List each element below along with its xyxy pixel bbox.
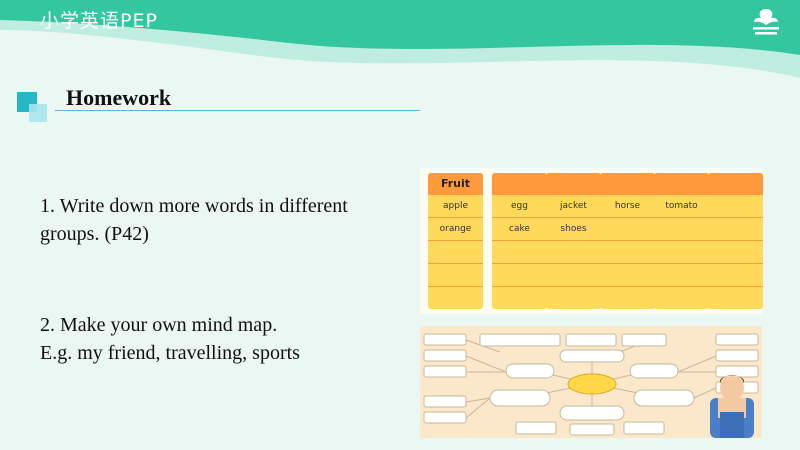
brand-title: 小学英语PEP	[40, 10, 158, 32]
table-cell	[708, 218, 763, 241]
column-header	[492, 173, 547, 195]
table-cell	[492, 241, 547, 264]
table-cell	[708, 195, 763, 218]
table-cell: egg	[492, 195, 547, 218]
table-cell	[546, 241, 601, 264]
table-cell	[708, 264, 763, 287]
column-header	[708, 173, 763, 195]
table-column	[708, 173, 763, 309]
table-cell: orange	[428, 218, 483, 241]
table-cell	[708, 241, 763, 264]
table-cell: jacket	[546, 195, 601, 218]
header-banner	[0, 0, 800, 90]
title-underline	[55, 110, 420, 111]
column-header	[546, 173, 601, 195]
table-cell: horse	[600, 195, 655, 218]
table-cell	[492, 264, 547, 287]
homework-task-1: 1. Write down more words in different gr…	[40, 195, 348, 245]
column-header	[600, 173, 655, 195]
column-header	[654, 173, 709, 195]
table-cell	[428, 241, 483, 264]
table-column: egg cake	[492, 173, 547, 309]
table-cell	[428, 264, 483, 287]
word-groups-table: Fruit apple orange egg cake jacket shoes…	[420, 168, 763, 314]
table-cell	[546, 264, 601, 287]
task-2-line-1: 2. Make your own mind map.	[40, 314, 278, 336]
table-cell	[600, 241, 655, 264]
table-cell: shoes	[546, 218, 601, 241]
publisher-logo-icon	[753, 9, 779, 35]
table-column: tomato	[654, 173, 709, 309]
title-squares-icon	[17, 92, 47, 122]
page-title: Homework	[66, 85, 172, 110]
mind-map-diagram	[423, 333, 759, 438]
boy-illustration	[710, 375, 754, 438]
table-cell: tomato	[654, 195, 709, 218]
table-cell	[600, 264, 655, 287]
table-cell	[654, 218, 709, 241]
table-cell	[600, 218, 655, 241]
table-cell: apple	[428, 195, 483, 218]
task-2-line-2: E.g. my friend, travelling, sports	[40, 342, 300, 364]
mind-map-illustration	[420, 326, 762, 438]
table-cell	[654, 241, 709, 264]
table-cell: cake	[492, 218, 547, 241]
table-column: Fruit apple orange	[428, 173, 483, 309]
column-header: Fruit	[428, 173, 483, 195]
table-column: jacket shoes	[546, 173, 601, 309]
header-wave	[0, 0, 800, 78]
homework-task-2: 2. Make your own mind map. E.g. my frien…	[40, 311, 410, 367]
table-cell	[654, 264, 709, 287]
table-column: horse	[600, 173, 655, 309]
